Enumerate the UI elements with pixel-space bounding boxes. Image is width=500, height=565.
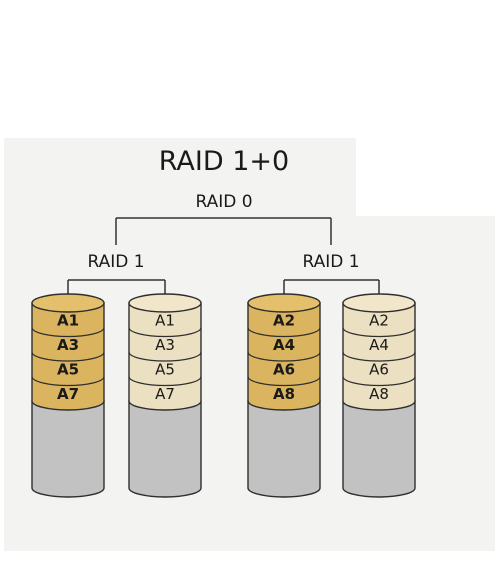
data-block-label: A5 [57, 360, 79, 378]
data-block-label: A5 [155, 360, 175, 378]
disk-data-section [128, 302, 202, 411]
data-block-label: A1 [155, 311, 175, 329]
raid1-label-left: RAID 1 [87, 252, 144, 272]
data-block-label: A7 [57, 385, 79, 403]
background-notch [356, 138, 495, 216]
data-block-label: A2 [273, 311, 295, 329]
block-divider [31, 327, 105, 338]
disk-top-cap [128, 293, 202, 313]
data-block-label: A4 [273, 336, 295, 354]
block-divider [342, 351, 416, 362]
data-block-label: A2 [369, 311, 389, 329]
data-block-label: A8 [369, 385, 389, 403]
disk-top-cap [31, 293, 105, 313]
block-divider [31, 351, 105, 362]
block-divider [247, 351, 321, 362]
raid1-label-right: RAID 1 [302, 252, 359, 272]
data-block-label: A3 [155, 336, 175, 354]
data-block-label: A7 [155, 385, 175, 403]
disk-empty-space [342, 400, 416, 498]
block-divider [31, 376, 105, 387]
data-block-label: A3 [57, 336, 79, 354]
block-divider [128, 351, 202, 362]
disk-data-section [342, 302, 416, 411]
disk-empty-space [128, 400, 202, 498]
data-block-label: A6 [369, 360, 389, 378]
disk-top-cap [247, 293, 321, 313]
block-divider [128, 376, 202, 387]
block-divider [247, 327, 321, 338]
block-divider [342, 376, 416, 387]
disk-data-section [31, 302, 105, 411]
block-divider [247, 376, 321, 387]
data-block-label: A8 [273, 385, 295, 403]
block-divider [128, 327, 202, 338]
disk-data-section [247, 302, 321, 411]
disk-top-cap [342, 293, 416, 313]
disk-empty-space [247, 400, 321, 498]
block-divider [342, 327, 416, 338]
data-block-label: A6 [273, 360, 295, 378]
diagram-title: RAID 1+0 [159, 146, 289, 177]
disk-empty-space [31, 400, 105, 498]
data-block-label: A4 [369, 336, 389, 354]
raid0-label: RAID 0 [195, 192, 252, 212]
data-block-label: A1 [57, 311, 79, 329]
